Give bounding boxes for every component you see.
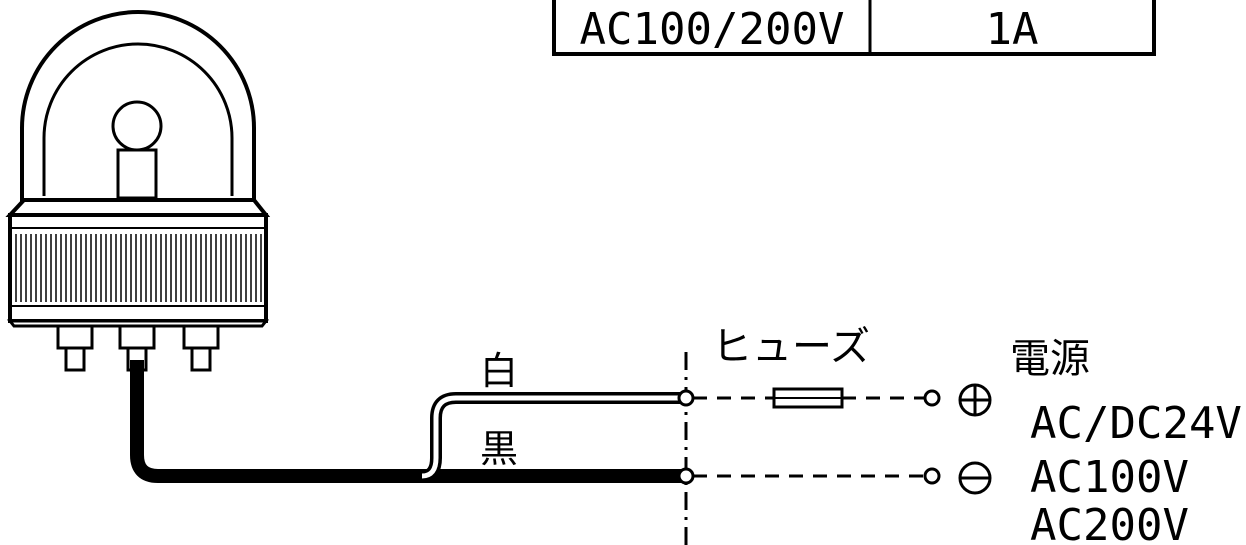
beacon-light: [5, 10, 271, 372]
voltage-ac100v: AC100V: [1030, 452, 1189, 503]
power-terminal-plus: [923, 389, 941, 407]
power-source-label: 電源: [1010, 336, 1090, 382]
terminal-left: [56, 324, 94, 372]
bulb-icon: [111, 100, 163, 200]
black-wire: [130, 360, 686, 483]
power-terminal-minus: [923, 467, 941, 485]
terminal-right: [182, 324, 220, 372]
base-ribbing: [12, 227, 264, 307]
plus-icon: [958, 383, 992, 417]
white-wire: [421, 392, 686, 482]
voltage-ac-dc-24v: AC/DC24V: [1030, 398, 1242, 449]
rating-table: AC100/200V 1A: [552, 0, 1156, 56]
fuse-label: ヒューズ: [712, 324, 870, 370]
rating-current: 1A: [986, 4, 1039, 55]
black-wire-label: 黒: [480, 427, 518, 471]
terminal-point-black: [677, 467, 695, 485]
white-wire-label: 白: [480, 349, 518, 393]
voltage-ac200v: AC200V: [1030, 500, 1189, 545]
minus-icon: [958, 461, 992, 495]
fuse-icon: [772, 387, 844, 409]
rating-voltage: AC100/200V: [580, 4, 845, 55]
terminal-point-white: [677, 389, 695, 407]
